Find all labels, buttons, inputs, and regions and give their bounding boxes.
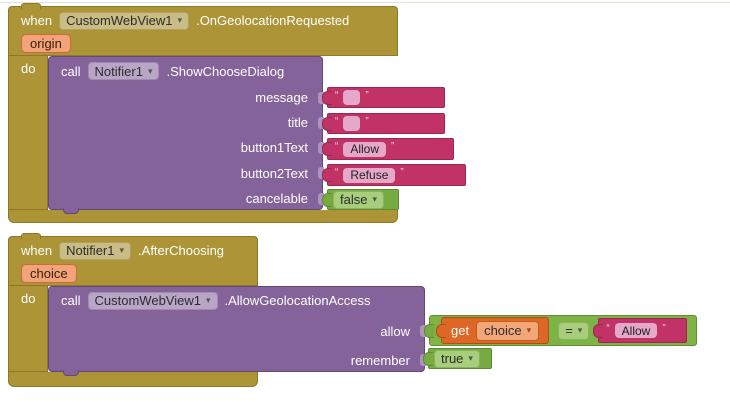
- logic-block-true[interactable]: true ▾: [423, 348, 492, 369]
- call-label: call: [61, 293, 81, 308]
- block-left-connector: [322, 90, 332, 105]
- open-quote: “: [335, 141, 339, 152]
- call-block-show-choose-dialog[interactable]: call Notifier1 ▾ .ShowChooseDialog messa…: [48, 56, 324, 214]
- event-name-label: .OnGeolocationRequested: [196, 13, 350, 28]
- block-bottom-connector: [63, 370, 79, 376]
- text-block-title-empty[interactable]: “ ”: [322, 113, 445, 134]
- operator-dropdown[interactable]: = ▾: [558, 321, 590, 340]
- text-field-empty[interactable]: [343, 90, 361, 105]
- block-left-connector: [424, 323, 434, 338]
- block-left-connector: [322, 116, 332, 131]
- text-field-empty[interactable]: [343, 116, 361, 131]
- param-label-cancelable: cancelable: [245, 191, 308, 206]
- block-left-connector: [322, 142, 332, 156]
- chevron-down-icon: ▾: [119, 245, 125, 255]
- text-field[interactable]: Allow: [614, 323, 658, 338]
- open-quote: “: [335, 167, 339, 178]
- block-left-connector: [593, 323, 604, 338]
- block-left-connector: [322, 192, 332, 207]
- value-socket: [318, 167, 324, 179]
- call-label: call: [61, 63, 81, 79]
- block-top-connector: [21, 3, 41, 9]
- open-quote: “: [606, 322, 610, 334]
- param-label-allow: allow: [380, 323, 410, 339]
- chevron-down-icon: ▾: [147, 65, 153, 76]
- param-badge-choice[interactable]: choice: [21, 264, 77, 283]
- chevron-down-icon: ▾: [468, 353, 473, 363]
- chevron-down-icon: ▾: [526, 325, 532, 335]
- close-quote: ”: [391, 141, 395, 152]
- chevron-down-icon: ▾: [577, 325, 583, 335]
- param-label-remember: remember: [350, 352, 410, 368]
- event-block-after-choosing[interactable]: when Notifier1 ▾ .AfterChoosing choice: [8, 233, 258, 286]
- close-quote: ”: [662, 322, 666, 334]
- method-name-label: .ShowChooseDialog: [166, 63, 285, 79]
- param-badge-origin[interactable]: origin: [21, 34, 71, 53]
- text-block-allow-compare[interactable]: “ Allow ”: [593, 318, 687, 343]
- method-name-label: .AllowGeolocationAccess: [224, 293, 371, 308]
- logic-equals-block[interactable]: get choice ▾ = ▾ “ Allow ”: [424, 315, 697, 346]
- param-label-title: title: [287, 115, 308, 130]
- component-dropdown[interactable]: Notifier1 ▾: [59, 241, 132, 260]
- chevron-down-icon: ▾: [177, 15, 183, 25]
- do-slot-label: do: [8, 56, 48, 210]
- get-variable-block[interactable]: get choice ▾: [436, 317, 550, 344]
- logic-dropdown[interactable]: true ▾: [434, 349, 480, 368]
- value-socket: [318, 91, 324, 104]
- component-dropdown[interactable]: Notifier1 ▾: [87, 62, 160, 80]
- chevron-down-icon: ▾: [205, 295, 211, 305]
- close-quote: ”: [365, 115, 369, 127]
- get-label: get: [451, 323, 470, 338]
- open-quote: “: [335, 89, 339, 101]
- chevron-down-icon: ▾: [372, 194, 377, 204]
- text-field[interactable]: Allow: [343, 141, 387, 157]
- text-field[interactable]: Refuse: [343, 167, 396, 183]
- event-block-bottom-bar: [8, 210, 398, 223]
- close-quote: ”: [400, 167, 404, 178]
- do-slot-label: do: [8, 286, 48, 372]
- component-dropdown[interactable]: CustomWebView1 ▾: [59, 11, 190, 30]
- text-block-message-empty[interactable]: “ ”: [322, 87, 445, 108]
- when-label: when: [21, 243, 53, 258]
- when-label: when: [21, 13, 53, 28]
- variable-dropdown[interactable]: choice ▾: [476, 320, 540, 341]
- value-socket: [420, 325, 426, 337]
- block-left-connector: [436, 323, 446, 338]
- call-block-allow-geolocation-access[interactable]: call CustomWebView1 ▾ .AllowGeolocationA…: [48, 286, 426, 376]
- close-quote: ”: [365, 89, 369, 101]
- value-socket: [318, 116, 324, 129]
- param-label-button1text: button1Text: [240, 140, 308, 155]
- value-socket: [318, 141, 324, 154]
- logic-dropdown[interactable]: false ▾: [333, 190, 384, 209]
- text-block-allow[interactable]: “ Allow ”: [322, 138, 454, 160]
- text-block-refuse[interactable]: “ Refuse ”: [322, 164, 466, 186]
- block-left-connector: [423, 351, 433, 366]
- block-left-connector: [322, 168, 332, 182]
- event-name-label: .AfterChoosing: [138, 243, 225, 258]
- param-label-button2text: button2Text: [240, 165, 308, 181]
- param-label-message: message: [255, 90, 308, 105]
- open-quote: “: [335, 115, 339, 127]
- event-block-bottom-bar: [8, 372, 258, 387]
- workspace-top-border: [0, 2, 730, 3]
- logic-block-false[interactable]: false ▾: [322, 189, 399, 210]
- value-socket: [318, 192, 324, 205]
- block-bottom-connector: [63, 208, 79, 214]
- component-dropdown[interactable]: CustomWebView1 ▾: [87, 291, 218, 310]
- event-block-on-geolocation-requested[interactable]: when CustomWebView1 ▾ .OnGeolocationRequ…: [8, 3, 398, 56]
- block-top-connector: [21, 233, 41, 239]
